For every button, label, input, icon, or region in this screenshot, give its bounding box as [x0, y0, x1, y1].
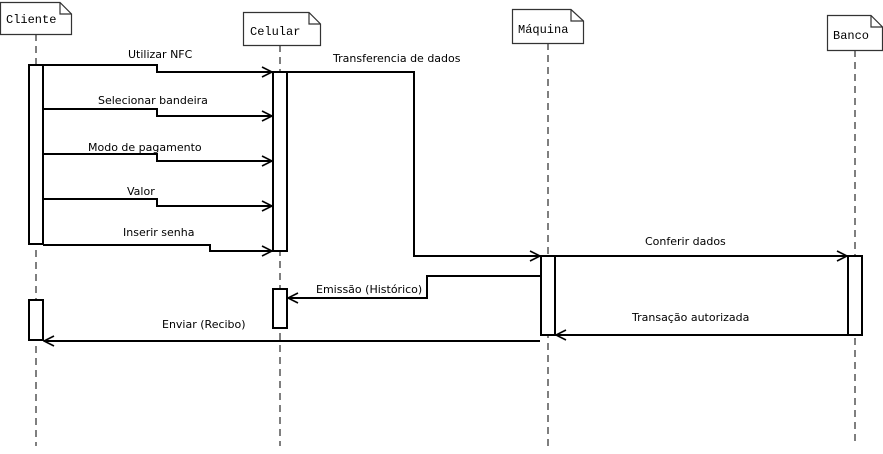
message-label: Transação autorizada: [631, 311, 749, 324]
message-label: Inserir senha: [123, 226, 195, 239]
participant-celular-label: Celular: [250, 25, 300, 39]
message-valor[interactable]: Valor: [43, 185, 272, 206]
message-label: Utilizar NFC: [128, 48, 193, 61]
message-conferir-dados[interactable]: Conferir dados: [555, 235, 847, 256]
message-modo-pagamento[interactable]: Modo de pagamento: [43, 141, 272, 161]
message-label: Conferir dados: [645, 235, 726, 248]
message-inserir-senha[interactable]: Inserir senha: [43, 226, 272, 251]
activation-banco: [847, 255, 863, 336]
activation-celular-1: [272, 71, 288, 252]
message-label: Valor: [127, 185, 155, 198]
message-label: Selecionar bandeira: [98, 94, 208, 107]
participant-celular[interactable]: Celular: [242, 11, 322, 47]
activation-maquina: [540, 255, 556, 336]
participant-banco-label: Banco: [833, 29, 869, 43]
activation-celular-2: [272, 288, 288, 329]
message-selecionar-bandeira[interactable]: Selecionar bandeira: [43, 94, 272, 116]
message-utilizar-nfc[interactable]: Utilizar NFC: [43, 48, 272, 72]
participant-banco[interactable]: Banco: [826, 14, 883, 52]
message-emissao-historico[interactable]: Emissão (Histórico): [288, 275, 541, 298]
message-label: Modo de pagamento: [88, 141, 202, 154]
activation-cliente-1: [28, 64, 44, 245]
participant-maquina[interactable]: Máquina: [511, 8, 585, 45]
message-transacao-autorizada[interactable]: Transação autorizada: [556, 311, 848, 335]
message-enviar-recibo[interactable]: Enviar (Recibo): [44, 318, 540, 341]
activation-cliente-2: [28, 299, 44, 341]
participant-cliente[interactable]: Cliente: [0, 1, 73, 36]
message-label: Enviar (Recibo): [162, 318, 246, 331]
participant-maquina-label: Máquina: [518, 23, 568, 37]
participant-cliente-label: Cliente: [6, 13, 56, 27]
message-label: Transferencia de dados: [332, 52, 461, 65]
message-label: Emissão (Histórico): [316, 283, 422, 296]
message-transferencia-dados[interactable]: Transferencia de dados: [287, 52, 540, 256]
